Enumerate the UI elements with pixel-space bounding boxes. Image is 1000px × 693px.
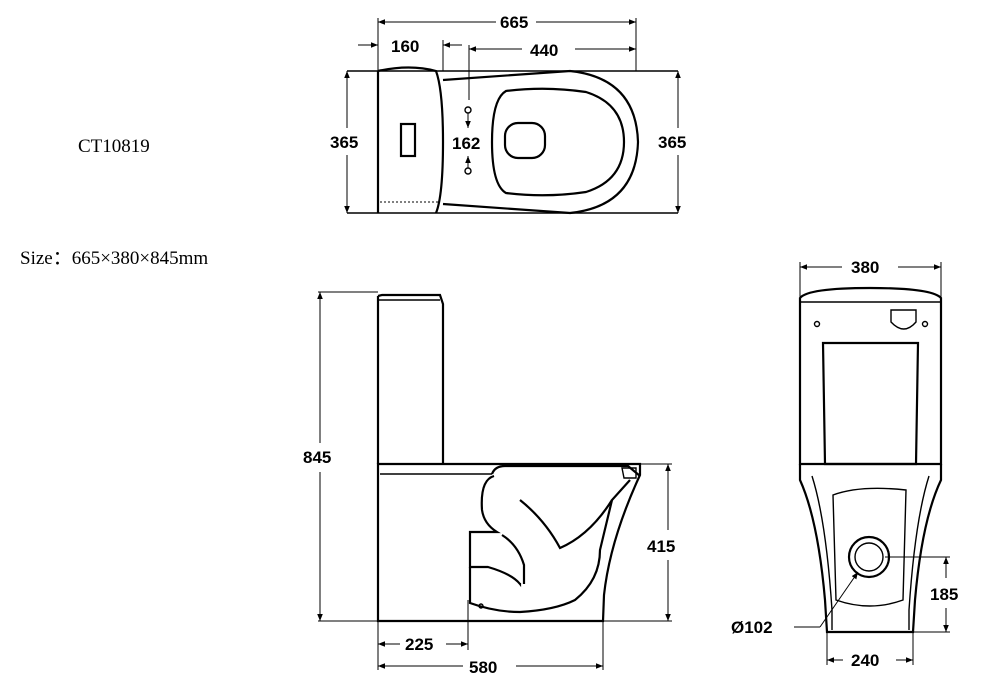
- trapway: [468, 474, 631, 588]
- dim-365-left: 365: [330, 133, 358, 152]
- side-view: 845 415 225 580: [303, 291, 675, 677]
- dim-diameter-102: Ø102: [731, 618, 773, 637]
- dim-665: 665: [500, 13, 528, 32]
- rear-view: 380 185 Ø102 240: [731, 258, 958, 670]
- flush-button: [399, 122, 417, 158]
- tank-rear-outline: [798, 286, 943, 466]
- dim-440: 440: [530, 41, 558, 60]
- tank-side-outline: [376, 293, 445, 464]
- pedestal-rear: [798, 464, 943, 634]
- tank-top-outline: [376, 66, 445, 214]
- dim-160: 160: [391, 37, 419, 56]
- bowl-opening: [503, 121, 547, 160]
- dim-380: 380: [851, 258, 879, 277]
- dim-240: 240: [851, 651, 879, 670]
- dim-162: 162: [452, 134, 480, 153]
- bowl-outline-top: [442, 69, 640, 215]
- dim-845: 845: [303, 448, 331, 467]
- dim-580: 580: [469, 658, 497, 677]
- model-label: CT10819: [78, 136, 150, 157]
- dim-185: 185: [930, 585, 958, 604]
- seat-outline-top: [490, 87, 626, 197]
- top-view: 162 665 160 440 365 365: [330, 13, 686, 215]
- dim-225: 225: [405, 635, 433, 654]
- body-side-outline: [376, 462, 642, 623]
- seat-side: [490, 464, 641, 477]
- dim-415: 415: [647, 537, 675, 556]
- size-label: Size：665×380×845mm: [20, 248, 208, 269]
- dim-365-right: 365: [658, 133, 686, 152]
